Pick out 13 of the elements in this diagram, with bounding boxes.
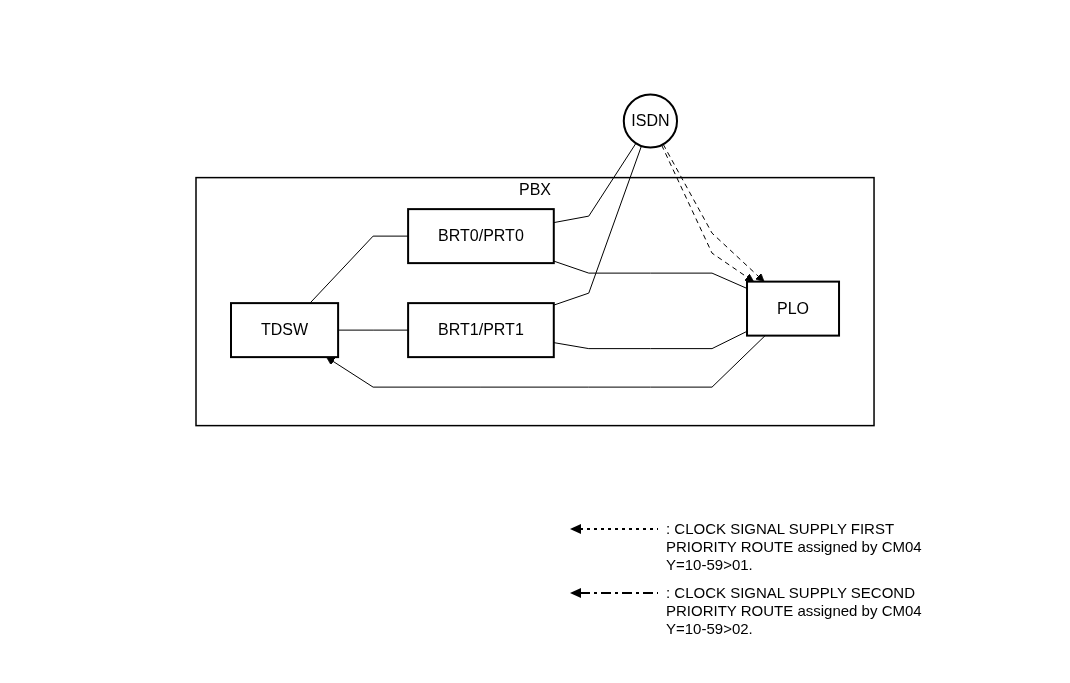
node-box: PLO — [746, 280, 840, 337]
node-box: BRT0/PRT0 — [407, 208, 555, 265]
legend-text: : CLOCK SIGNAL SUPPLY SECOND PRIORITY ROUTE assigned by CM04 Y=10-59>02. — [666, 584, 923, 638]
connector — [553, 145, 642, 306]
arrow — [326, 335, 766, 388]
connector — [553, 260, 748, 289]
legend-text: : CLOCK SIGNAL SUPPLY FIRST PRIORITY ROUTE assigned by CM04 Y=10-59>01. — [666, 520, 923, 574]
node-circle: ISDN — [622, 93, 678, 149]
connector — [309, 235, 409, 304]
node-box: TDSW — [230, 302, 340, 359]
node-box: BRT1/PRT1 — [407, 302, 555, 359]
connector — [553, 330, 748, 350]
connector — [553, 142, 637, 224]
